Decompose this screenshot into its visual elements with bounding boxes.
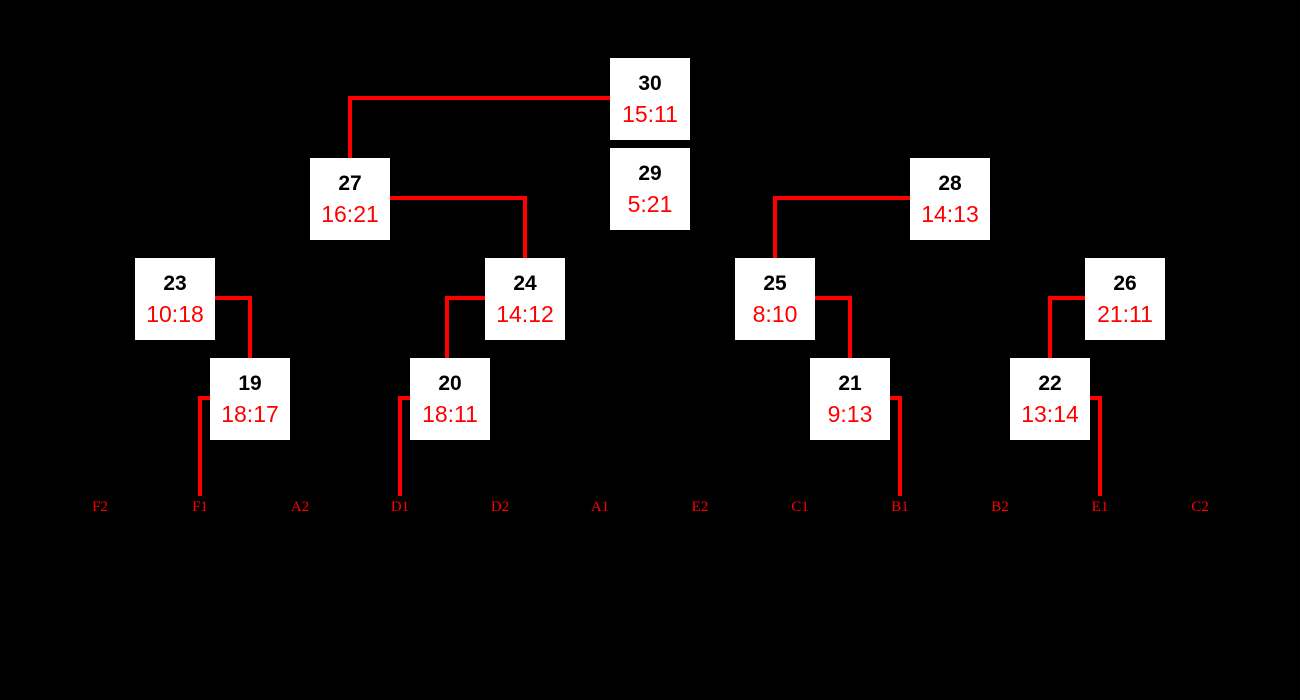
tree-node-29[interactable]: 29 5:21 [610,148,690,230]
edge-28-to-25-horizontal [773,196,912,200]
tree-node-id: 27 [338,171,362,195]
tree-node-value: 21:11 [1097,300,1153,327]
leaf-label-E1: E1 [1091,499,1109,515]
leaf-label-D1: D1 [390,499,410,515]
tree-node-value: 5:21 [627,190,673,217]
edge-25-to-21-horizontal [813,296,852,300]
edge-21-to-B1-horizontal [888,396,902,400]
tree-node-value: 18:11 [422,400,478,427]
edge-27-to-24-vertical [523,196,527,260]
tree-node-id: 28 [938,171,962,195]
tree-node-21[interactable]: 21 9:13 [810,358,890,440]
tree-node-value: 9:13 [827,400,873,427]
edge-23-to-19-horizontal [208,296,252,300]
leaf-label-F1: F1 [192,499,208,515]
tree-node-value: 14:12 [496,300,554,327]
edge-22-to-E1-vertical [1098,396,1102,496]
edge-20-to-D1-vertical [398,396,402,496]
leaf-label-A2: A2 [290,499,310,515]
tree-node-id: 24 [513,271,537,295]
tree-node-19[interactable]: 19 18:17 [210,358,290,440]
tree-node-id: 21 [838,371,862,395]
tree-node-value: 18:17 [221,400,279,427]
tree-node-value: 10:18 [146,300,204,327]
tree-node-22[interactable]: 22 13:14 [1010,358,1090,440]
tree-node-id: 22 [1038,371,1062,395]
edge-26-to-22-vertical [1048,296,1052,360]
edge-27-to-24-horizontal [388,196,527,200]
edge-22-to-E1-horizontal [1088,396,1102,400]
edge-21-to-B1-vertical [898,396,902,496]
edge-20-to-D1-horizontal [398,396,412,400]
tree-node-id: 23 [163,271,187,295]
edge-23-to-19-vertical [248,296,252,360]
tree-node-value: 15:11 [622,100,678,127]
tree-node-23[interactable]: 23 10:18 [135,258,215,340]
tree-node-id: 25 [763,271,787,295]
tree-node-25[interactable]: 25 8:10 [735,258,815,340]
tree-node-id: 26 [1113,271,1137,295]
edge-28-to-25-vertical [773,196,777,260]
tree-node-26[interactable]: 26 21:11 [1085,258,1165,340]
edge-30-to-27-horizontal [350,96,612,100]
tree-node-value: 8:10 [752,300,798,327]
leaf-label-B1: B1 [891,499,909,515]
tree-node-id: 30 [638,71,662,95]
edge-24-to-20-horizontal [445,296,487,300]
edge-24-to-20-vertical [445,296,449,360]
leaf-label-B2: B2 [991,499,1009,515]
leaf-label-F2: F2 [92,499,108,515]
tree-node-value: 13:14 [1021,400,1079,427]
edge-26-to-22-horizontal [1048,296,1089,300]
leaf-label-C1: C1 [791,499,809,515]
tree-node-30[interactable]: 30 15:11 [610,58,690,140]
tree-node-value: 14:13 [921,200,979,227]
tree-node-28[interactable]: 28 14:13 [910,158,990,240]
leaf-label-E2: E2 [691,499,709,515]
tree-node-value: 16:21 [321,200,379,227]
edge-19-to-F1-vertical [198,396,202,496]
tree-node-id: 29 [638,161,662,185]
tree-node-id: 20 [438,371,462,395]
edge-19-to-F1-horizontal [198,396,212,400]
edge-25-to-21-vertical [848,296,852,360]
leaf-label-A1: A1 [590,499,610,515]
leaf-label-C2: C2 [1191,499,1209,515]
tree-node-27[interactable]: 27 16:21 [310,158,390,240]
tree-node-24[interactable]: 24 14:12 [485,258,565,340]
leaf-label-D2: D2 [490,499,510,515]
edge-30-to-27-vertical [348,96,352,160]
tree-node-id: 19 [238,371,262,395]
tree-node-20[interactable]: 20 18:11 [410,358,490,440]
